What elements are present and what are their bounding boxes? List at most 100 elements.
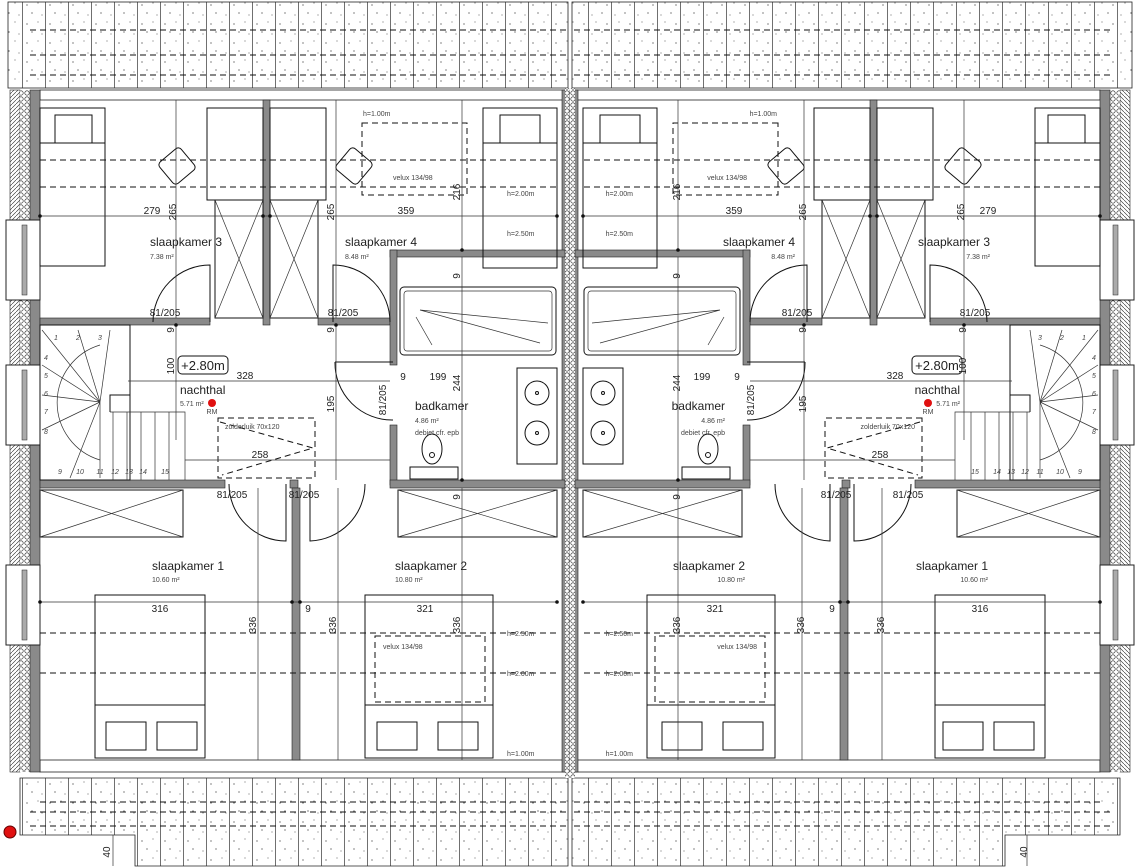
door-size-label: 81/205 (821, 490, 852, 501)
room-area-slaapkamer-1: 10.60 m² (960, 577, 988, 584)
dimension-label: 359 (726, 206, 743, 217)
stair-step-number: 14 (993, 469, 1001, 476)
ceiling-height-label: h=2.00m (507, 671, 535, 678)
room-area-slaapkamer-3: 7.38 m² (150, 254, 174, 261)
room-area-slaapkamer-1: 10.60 m² (152, 577, 180, 584)
room-name-slaapkamer-2: slaapkamer 2 (395, 559, 467, 573)
dimension-label: 100 (166, 357, 177, 374)
attic-hatch-label: zolderluik 70x120 (225, 424, 280, 431)
room-name-nachthal: nachthal (915, 383, 960, 397)
dimension-label: 265 (798, 203, 809, 220)
dimension-label: 9 (166, 327, 177, 333)
badkamer-ventilation-note: debiet cfr. epb (681, 430, 725, 437)
dimension-label: 199 (430, 372, 447, 383)
stair-step-number: 4 (1092, 355, 1096, 362)
eave-dimension-label: 40 (1019, 846, 1030, 858)
level-tag (177, 355, 229, 375)
ceiling-height-label: h=1.00m (750, 111, 778, 118)
dimension-label: 265 (168, 203, 179, 220)
ceiling-height-label: h=1.00m (363, 111, 391, 118)
velux-label: velux 134/98 (717, 644, 757, 651)
room-area-slaapkamer-2: 10.80 m² (395, 577, 423, 584)
room-area-badkamer: 4.86 m² (701, 418, 725, 425)
room-name-slaapkamer-1: slaapkamer 1 (916, 559, 988, 573)
stair-step-number: 11 (1036, 469, 1043, 476)
smoke-detector-label: RM (923, 409, 934, 416)
room-name-badkamer: badkamer (672, 399, 725, 413)
room-area-slaapkamer-4: 8.48 m² (771, 254, 795, 261)
stair-step-number: 10 (1056, 469, 1064, 476)
badkamer-ventilation-note: debiet cfr. epb (415, 430, 459, 437)
ceiling-height-label: h=2.00m (606, 191, 634, 198)
stair-step-number: 13 (1007, 469, 1015, 476)
stair-step-number: 8 (1092, 429, 1096, 436)
door-size-label: 81/205 (960, 308, 991, 319)
ceiling-height-label: h=2.50m (606, 631, 634, 638)
room-name-slaapkamer-1: slaapkamer 1 (152, 559, 224, 573)
dimension-label: 316 (152, 604, 169, 615)
dimension-label: 9 (400, 372, 406, 383)
stair-step-number: 6 (44, 391, 48, 398)
door-size-label: 81/205 (746, 384, 757, 415)
dimension-label: 279 (144, 206, 161, 217)
ceiling-height-label: h=2.50m (507, 631, 535, 638)
ceiling-height-label: h=2.00m (606, 671, 634, 678)
room-area-slaapkamer-3: 7.38 m² (966, 254, 990, 261)
dimension-label: 279 (980, 206, 997, 217)
dimension-label: 9 (672, 273, 683, 279)
dimension-label: 195 (798, 395, 809, 412)
dimension-label: 321 (417, 604, 434, 615)
velux-label: velux 134/98 (707, 175, 747, 182)
room-name-slaapkamer-4: slaapkamer 4 (723, 235, 795, 249)
room-area-slaapkamer-2: 10.80 m² (717, 577, 745, 584)
dwelling-right-geometry (569, 1, 1135, 867)
room-name-slaapkamer-3: slaapkamer 3 (918, 235, 990, 249)
door-size-label: 81/205 (217, 490, 248, 501)
stair-step-number: 15 (971, 469, 979, 476)
stair-step-number: 4 (44, 355, 48, 362)
dimension-label: 336 (796, 616, 807, 633)
velux-label: velux 134/98 (383, 644, 423, 651)
room-name-badkamer: badkamer (415, 399, 468, 413)
level-tag-text: +2.80m (915, 358, 959, 373)
dimension-label: 9 (734, 372, 740, 383)
dimension-label: 9 (798, 327, 809, 333)
stair-step-number: 6 (1092, 391, 1096, 398)
dimension-label: 265 (956, 203, 967, 220)
door-size-label: 81/205 (150, 308, 181, 319)
dimension-label: 359 (398, 206, 415, 217)
dimension-label: 316 (972, 604, 989, 615)
stair-step-number: 7 (44, 409, 49, 416)
attic-hatch-label: zolderluik 70x120 (861, 424, 916, 431)
door-size-label: 81/205 (782, 308, 813, 319)
dimension-label: 336 (452, 616, 463, 633)
dimension-label: 244 (452, 374, 463, 391)
dimension-label: 195 (326, 395, 337, 412)
level-tag (911, 355, 963, 375)
level-tag-text: +2.80m (181, 358, 225, 373)
dimension-label: 199 (694, 372, 711, 383)
dimension-label: 265 (326, 203, 337, 220)
dimension-label: 244 (672, 374, 683, 391)
stair-step-number: 5 (44, 373, 48, 380)
stair-step-number: 1 (54, 335, 58, 342)
dimension-label: 9 (829, 604, 835, 615)
stair-step-number: 8 (44, 429, 48, 436)
dimension-label: 328 (237, 371, 254, 382)
stair-step-number: 15 (161, 469, 169, 476)
dimension-label: 258 (872, 450, 889, 461)
dwelling-left-geometry (5, 1, 571, 867)
stair-step-number: 10 (76, 469, 84, 476)
stair-step-number: 2 (1059, 335, 1064, 342)
dimension-label: 216 (452, 183, 463, 200)
ceiling-height-label: h=2.50m (606, 231, 634, 238)
stair-step-number: 11 (96, 469, 103, 476)
dimension-label: 328 (887, 371, 904, 382)
velux-label: velux 134/98 (393, 175, 433, 182)
smoke-detector-icon (924, 399, 932, 407)
dimension-label: 336 (876, 616, 887, 633)
smoke-detector-label: RM (207, 409, 218, 416)
ceiling-height-label: h=2.00m (507, 191, 535, 198)
dimension-label: 258 (252, 450, 269, 461)
dimension-label: 9 (305, 604, 311, 615)
